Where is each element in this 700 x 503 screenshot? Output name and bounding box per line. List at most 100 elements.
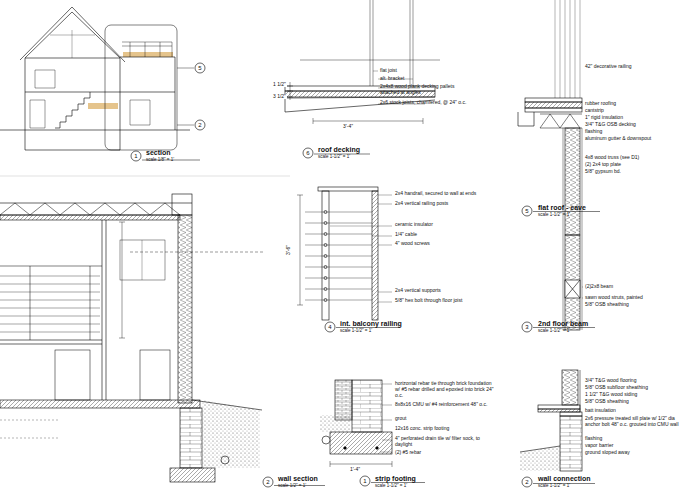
detail-title: wall connection — [538, 475, 591, 482]
railing-detail-part — [324, 266, 327, 269]
wall-section-drawing-part — [178, 215, 192, 403]
roof-decking-detail-part — [370, 0, 413, 86]
railing-detail-part — [372, 191, 378, 320]
footing-detail-part — [371, 482, 425, 483]
building-section-part — [50, 30, 95, 58]
beam-detail-part — [522, 322, 532, 332]
eave-detail-part — [522, 206, 532, 216]
callout-number: 6 — [306, 150, 309, 156]
material-note: 5/8" gypsum bd. — [585, 169, 621, 175]
callout-number: 2 — [266, 479, 269, 485]
dimension: 3 1/2" — [272, 94, 287, 99]
material-note: 5/8" hex bolt through floor joist — [395, 298, 462, 304]
scale-note: scale 1-1/2" = 1' — [318, 155, 350, 160]
material-note: 1 1/2" T&G wood siding — [585, 392, 637, 398]
material-note: 2x4 vertical supports — [395, 288, 441, 294]
scale-note: scale 1-1/2" = 1' — [538, 484, 570, 489]
wall-connection-detail-part — [562, 370, 578, 405]
beam-detail-part — [533, 327, 595, 328]
building-section-part — [105, 25, 177, 150]
material-note: ground sloped away — [585, 450, 630, 456]
beam-detail-part — [565, 280, 580, 298]
footing-detail-part — [330, 432, 392, 454]
wall-connection-detail — [520, 370, 595, 487]
building-section-part — [131, 151, 141, 161]
railing-detail-part — [318, 187, 378, 191]
material-note: 2x4x8 wood plank decking pallets attache… — [380, 84, 460, 96]
wall-section-drawing-part — [263, 477, 273, 487]
material-note: (2) 2x4 top plate — [585, 162, 621, 168]
callout-number: 4 — [328, 324, 331, 330]
railing-detail-part — [324, 211, 327, 214]
footing-detail-part — [344, 447, 347, 450]
material-note: flashing — [585, 129, 602, 135]
railing-detail-part — [325, 322, 335, 332]
material-note: 2x6 pressure treated sill plate w/ 1/2" … — [585, 416, 685, 428]
material-note: flashing — [585, 436, 602, 442]
material-note: rubber roofing — [585, 101, 616, 107]
detail-title: int. balcony railing — [340, 320, 402, 327]
detail-title: wall section — [278, 475, 318, 482]
scale-note: scale 1-1/2" = 1' — [538, 213, 570, 218]
wall-section-drawing-part — [0, 340, 102, 344]
wall-connection-detail-part — [522, 477, 532, 487]
wall-section-drawing-part — [0, 203, 180, 215]
callout-number: 2 — [198, 122, 201, 128]
wall-connection-detail-part — [560, 416, 582, 471]
eave-detail-part — [565, 128, 580, 235]
wall-section-drawing-part — [119, 222, 125, 338]
material-note: 5/8" OSB sheathing — [585, 399, 629, 405]
railing-detail-part — [324, 244, 327, 247]
building-section-part — [177, 68, 194, 125]
wall-section-drawing-part — [0, 176, 290, 177]
callout-number: 5 — [525, 208, 528, 214]
beam-detail-part — [563, 235, 582, 330]
eave-detail-part — [540, 114, 582, 128]
building-section-part — [30, 70, 150, 128]
footing-detail-part — [360, 476, 370, 486]
wall-section-drawing-part — [170, 468, 215, 482]
material-note: alt. bracket — [380, 76, 404, 82]
beam-detail-part — [582, 287, 583, 298]
scale-note: scale 1/8" = 1' — [146, 158, 174, 163]
roof-decking-detail-part — [313, 118, 423, 124]
wall-section-drawing-part — [102, 220, 106, 400]
dimension: 1 1/2" — [272, 82, 287, 87]
material-note: 5/8" OSB subfloor sheathing — [585, 385, 648, 391]
material-note: 2x4 vertical railing posts — [395, 201, 448, 207]
building-section-part — [195, 63, 205, 73]
material-note: 2x4 handrail, secured to wall at ends — [395, 191, 495, 197]
scale-note: scale 1-1/2" = 1' — [375, 484, 407, 489]
detail-title: flat roof - eave — [538, 204, 586, 211]
material-note: cantstrip — [585, 108, 604, 114]
footing-detail-part — [322, 436, 330, 444]
wall-connection-detail-part — [560, 412, 582, 416]
wall-connection-detail-part — [538, 405, 580, 409]
wall-section-drawing-part — [192, 400, 262, 410]
railing-detail-part — [324, 299, 327, 302]
wall-section-drawing-part — [0, 215, 180, 220]
material-note: batt insulation — [585, 408, 616, 414]
wall-section-drawing-part — [0, 266, 102, 340]
wall-section-drawing — [0, 176, 325, 487]
railing-detail-part — [324, 277, 327, 280]
callout-number: 3 — [525, 324, 528, 330]
material-note: (2)2x8 beam — [585, 284, 613, 290]
material-note: 3/4" T&G wood flooring — [585, 378, 636, 384]
wall-section-drawing-part — [221, 456, 229, 464]
footing-detail-part — [320, 415, 350, 432]
railing-detail-part — [297, 195, 303, 305]
wall-section-drawing-part — [202, 400, 260, 468]
building-section-part — [0, 130, 190, 131]
material-note: 4x8 wood truss (see D1) — [585, 155, 639, 161]
wall-section-drawing-part — [140, 350, 170, 400]
footing-detail — [320, 380, 425, 486]
detail-title: section — [146, 149, 171, 156]
material-note: horizontal rebar tie through brick found… — [395, 381, 495, 398]
roof-decking-detail-part — [300, 60, 440, 61]
roof-decking-detail — [285, 0, 440, 158]
material-note: sawn wood struts, painted — [585, 295, 643, 301]
material-note: 1/4" cable — [395, 232, 417, 238]
